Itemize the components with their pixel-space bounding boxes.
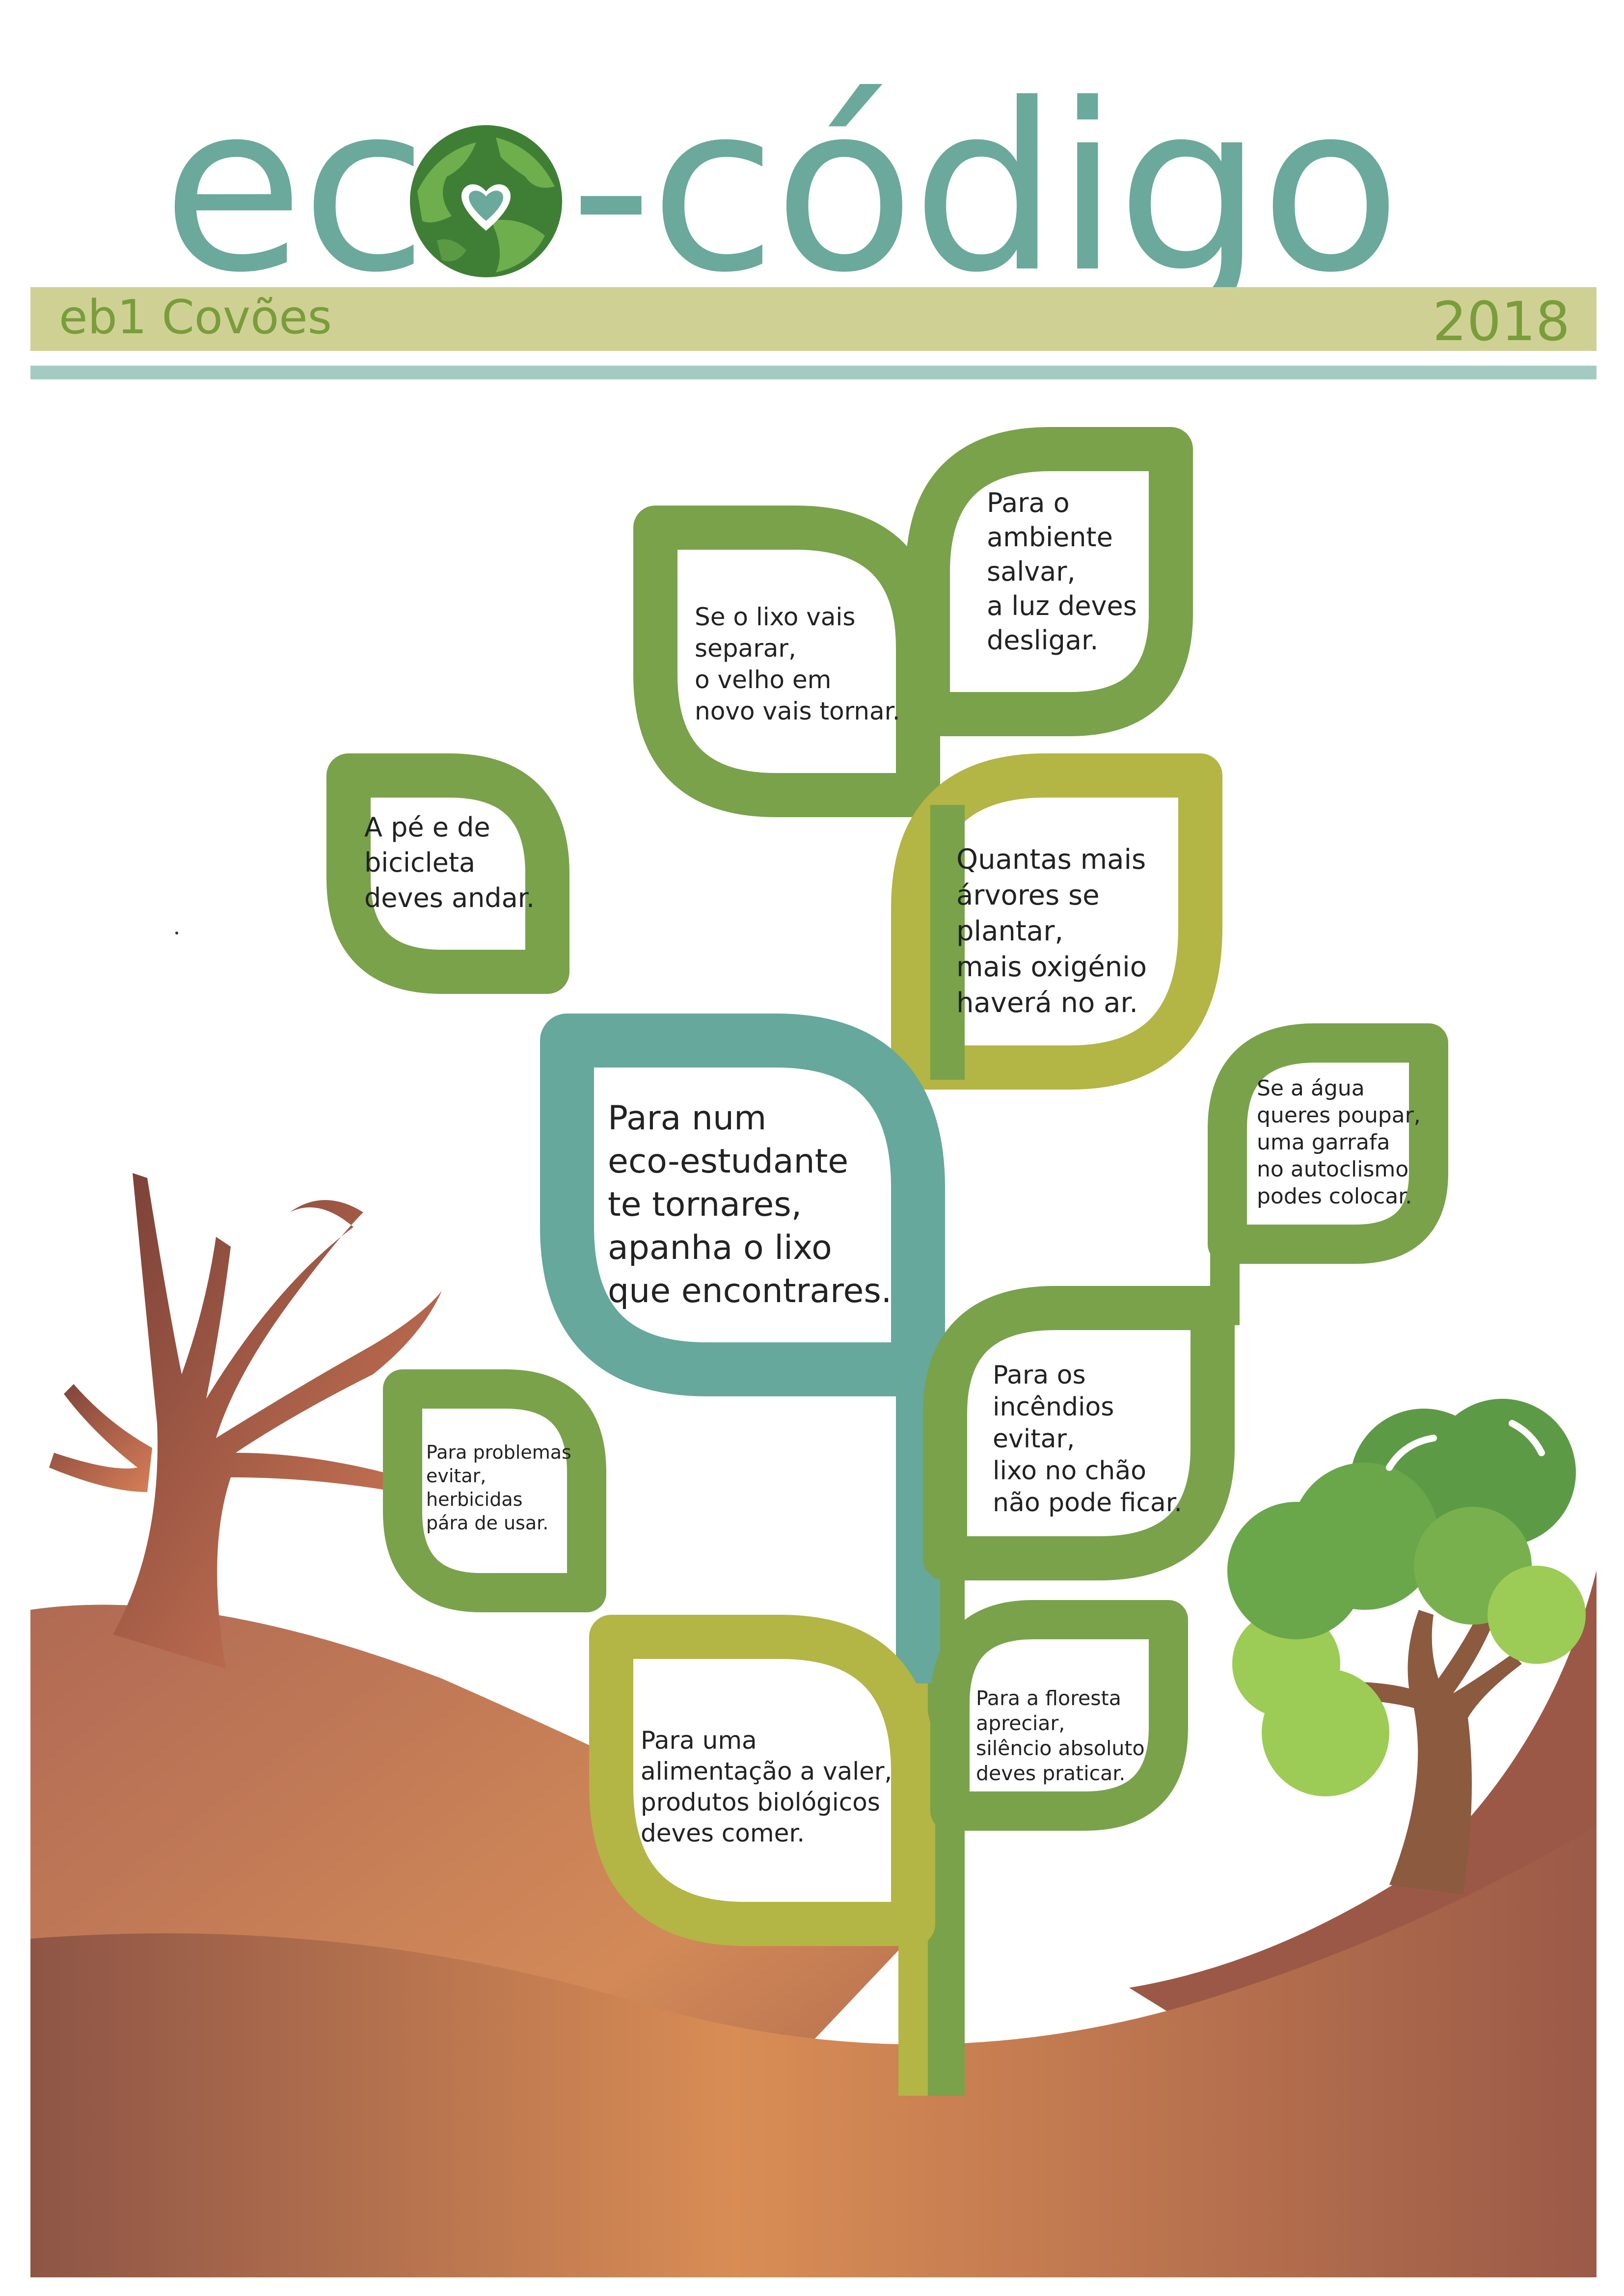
leaf-left-lower <box>383 1369 606 1612</box>
leaf-text-bottom-left: Para uma alimentação a valer, produtos b… <box>641 1726 893 1847</box>
leaf-text-top-right: Para o ambiente salvar, a luz deves desl… <box>987 487 1137 656</box>
leaf-text-right-middle: Para os incêndios evitar, lixo no chão n… <box>993 1361 1182 1518</box>
leaf-text-top-left: Se o lixo vais separar, o velho em novo … <box>695 603 900 725</box>
leaf-text-bottom-right: Para a floresta apreciar, silêncio absol… <box>976 1686 1145 1785</box>
school-name: eb1 Covões <box>59 291 332 345</box>
leaf-right-middle <box>923 1286 1235 1580</box>
globe-heart-icon <box>410 125 562 277</box>
leaf-top-left <box>633 506 940 817</box>
hills-landscape <box>30 1571 1597 2277</box>
leaf-center <box>540 1014 945 1396</box>
leaf-bottom-left <box>589 1615 935 1946</box>
leaf-top-right <box>906 427 1193 736</box>
leaf-text-right-upper: Quantas mais árvores se plantar, mais ox… <box>956 844 1147 1019</box>
leaf-text-left-upper: A pé e de bicicleta deves andar. <box>364 812 535 913</box>
stray-dot <box>175 932 178 934</box>
green-tree-icon <box>1227 1399 1586 1895</box>
header-band <box>30 287 1597 351</box>
leaf-far-right <box>1208 1023 1448 1264</box>
title-codigo: -código <box>569 54 1401 323</box>
leaf-text-left-lower: Para problemas evitar, herbicidas pára d… <box>426 1442 571 1534</box>
year: 2018 <box>1433 290 1570 353</box>
leaf-text-far-right: Se a água queres poupar, uma garrafa no … <box>1257 1076 1421 1209</box>
leaf-text-center: Para num eco-estudante te tornares, apan… <box>608 1099 892 1310</box>
leaf-right-upper <box>891 753 1222 1090</box>
leaf-left-upper <box>326 753 569 994</box>
leaf-bottom-right <box>930 1600 1188 1831</box>
bare-tree-icon <box>49 1173 442 1669</box>
header-rule <box>30 366 1597 379</box>
